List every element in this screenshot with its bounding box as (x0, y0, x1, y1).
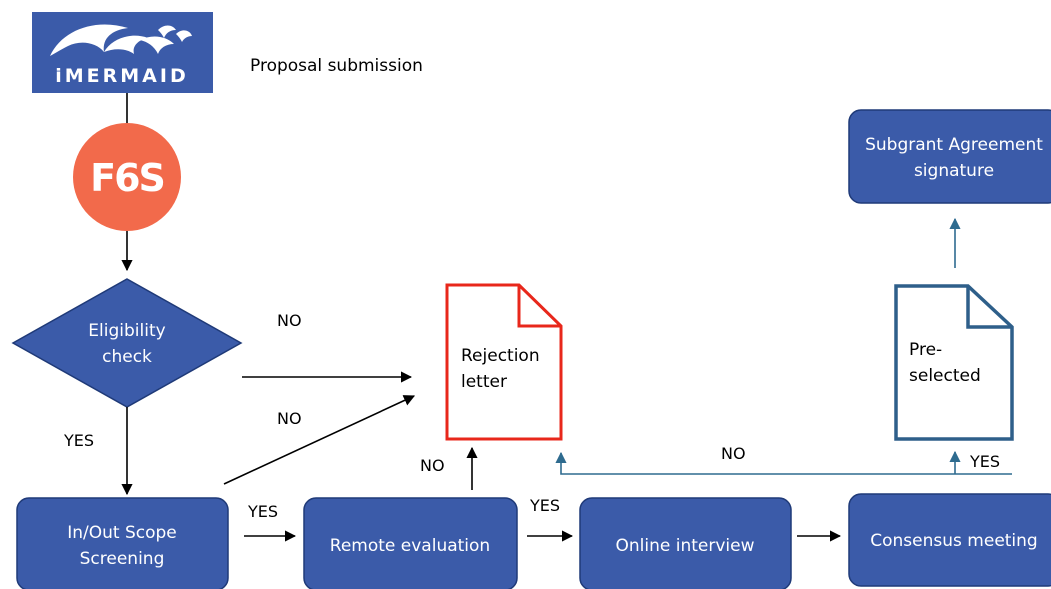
pre-selected-label-line1: Pre- (909, 340, 942, 360)
subgrant-label-line1: Subgrant Agreement (865, 135, 1043, 155)
wave-icon (50, 24, 192, 56)
subgrant-label-line2: signature (914, 161, 994, 181)
edge-label-no-eligibility: NO (277, 311, 302, 330)
rejection-label-line1: Rejection (461, 346, 540, 366)
rejection-letter-document: Rejection letter (445, 283, 563, 441)
online-interview-node: Online interview (579, 497, 792, 589)
online-interview-label: Online interview (616, 536, 755, 556)
edge-label-no-consensus: NO (721, 444, 746, 463)
page-title: Proposal submission (250, 56, 423, 76)
scope-label-line1: In/Out Scope (67, 523, 177, 543)
consensus-feedback-connector (555, 450, 1012, 475)
edge-label-yes-eligibility: YES (63, 431, 94, 450)
f6s-logo: F6S (73, 123, 181, 231)
eligibility-check-node: Eligibility check (11, 278, 243, 408)
remote-evaluation-node: Remote evaluation (303, 497, 518, 589)
eligibility-label-line2: check (102, 347, 152, 367)
edge-label-yes-remote: YES (529, 496, 560, 515)
edge-label-yes-consensus: YES (969, 452, 1000, 471)
in-out-scope-screening-node: In/Out Scope Screening (16, 497, 229, 589)
eligibility-label-line1: Eligibility (88, 321, 165, 341)
edge-label-no-scope: NO (277, 409, 302, 428)
consensus-meeting-label: Consensus meeting (870, 531, 1037, 551)
logo-text: iMERMAID (55, 65, 188, 87)
f6s-text: F6S (90, 156, 164, 200)
consensus-meeting-node: Consensus meeting (848, 493, 1051, 587)
rejection-label-line2: letter (461, 372, 507, 392)
edge-label-yes-scope: YES (247, 502, 278, 521)
subgrant-agreement-node: Subgrant Agreement signature (848, 109, 1051, 204)
pre-selected-label-line2: selected (909, 366, 981, 386)
pre-selected-document: Pre- selected (894, 284, 1014, 441)
edge-label-no-remote: NO (420, 456, 445, 475)
scope-label-line2: Screening (80, 549, 165, 569)
remote-evaluation-label: Remote evaluation (330, 536, 490, 556)
imermaid-logo: iMERMAID (32, 12, 213, 93)
